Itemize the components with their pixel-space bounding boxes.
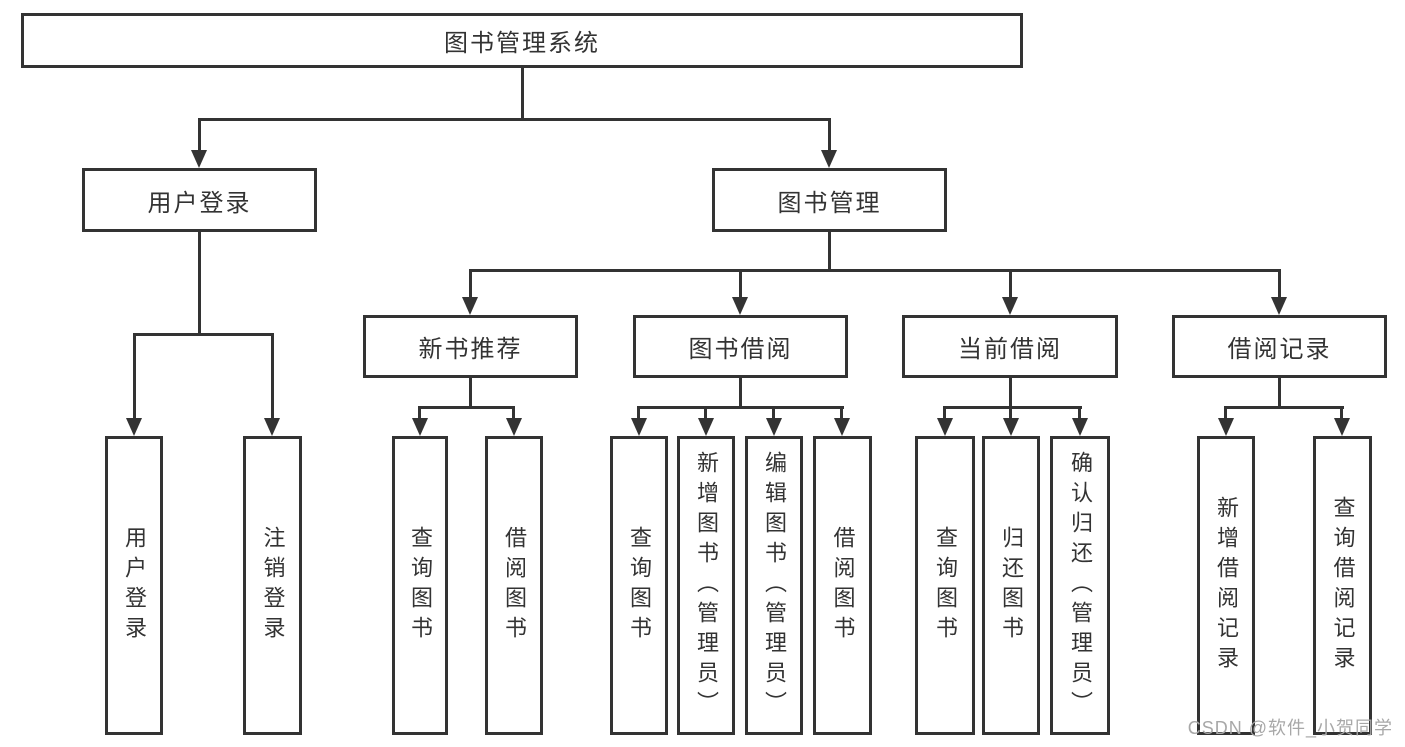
watermark: CSDN @软件_小贺同学 bbox=[1187, 718, 1393, 738]
arrowhead-down-icon bbox=[631, 418, 647, 436]
connector-stub-leaf bbox=[418, 406, 421, 419]
connector-stub-leaf bbox=[1340, 406, 1343, 419]
connector-stub-leaf bbox=[772, 406, 775, 419]
node-current-borrow: 当前借阅 bbox=[902, 315, 1118, 378]
connector-group-a-rail bbox=[418, 406, 515, 409]
node-leaf-query-borrow-record-label: 查询借阅记录 bbox=[1330, 495, 1356, 676]
node-new-book-recommend: 新书推荐 bbox=[363, 315, 578, 378]
node-leaf-user-login-label: 用户登录 bbox=[122, 525, 147, 646]
connector-user-login-down bbox=[198, 232, 201, 336]
node-book-borrow-label: 图书借阅 bbox=[688, 336, 793, 363]
node-leaf-query-borrow-record: 查询借阅记录 bbox=[1313, 436, 1372, 735]
node-book-management: 图书管理 bbox=[712, 168, 947, 232]
arrowhead-down-icon bbox=[191, 150, 207, 168]
node-book-management-label: 图书管理 bbox=[777, 189, 882, 217]
node-leaf-borrow-books-recommend-label: 借阅图书 bbox=[502, 525, 527, 646]
node-leaf-borrow-books-recommend: 借阅图书 bbox=[485, 436, 543, 735]
connector-stub-leaf bbox=[704, 406, 707, 419]
node-leaf-query-books-recommend-label: 查询图书 bbox=[408, 525, 433, 646]
connector-stub-leaf bbox=[512, 406, 515, 419]
connector-group-b-down bbox=[739, 378, 742, 409]
connector-stub-leaf bbox=[1009, 406, 1012, 419]
node-root-label: 图书管理系统 bbox=[444, 30, 600, 57]
node-leaf-confirm-return-admin: 确认归还（管理员） bbox=[1050, 436, 1110, 735]
connector-group-d-down bbox=[1278, 378, 1281, 409]
arrowhead-down-icon bbox=[126, 418, 142, 436]
arrowhead-down-icon bbox=[937, 418, 953, 436]
node-leaf-return-book: 归还图书 bbox=[982, 436, 1040, 735]
node-leaf-query-books-current: 查询图书 bbox=[915, 436, 975, 735]
arrowhead-down-icon bbox=[698, 418, 714, 436]
node-leaf-query-books-current-label: 查询图书 bbox=[933, 525, 958, 646]
node-leaf-edit-book-admin: 编辑图书（管理员） bbox=[745, 436, 803, 735]
arrowhead-down-icon bbox=[506, 418, 522, 436]
connector-stub-leaf-user-login bbox=[133, 333, 136, 419]
node-leaf-query-books-recommend: 查询图书 bbox=[392, 436, 448, 735]
arrowhead-down-icon bbox=[462, 297, 478, 315]
node-leaf-logout-label: 注销登录 bbox=[260, 525, 286, 646]
connector-stub-leaf bbox=[840, 406, 843, 419]
connector-group-c-down bbox=[1009, 378, 1012, 409]
arrowhead-down-icon bbox=[1072, 418, 1088, 436]
node-new-book-recommend-label: 新书推荐 bbox=[418, 336, 523, 363]
arrowhead-down-icon bbox=[264, 418, 280, 436]
connector-stub-leaf-logout bbox=[271, 333, 274, 419]
arrowhead-down-icon bbox=[732, 297, 748, 315]
node-leaf-edit-book-admin-label: 编辑图书（管理员） bbox=[762, 450, 787, 721]
connector-group-b-rail bbox=[637, 406, 844, 409]
node-leaf-add-borrow-record-label: 新增借阅记录 bbox=[1214, 495, 1239, 676]
arrowhead-down-icon bbox=[1271, 297, 1287, 315]
node-leaf-query-books-borrow: 查询图书 bbox=[610, 436, 668, 735]
arrowhead-down-icon bbox=[1003, 418, 1019, 436]
connector-root-down bbox=[521, 68, 524, 121]
connector-stub-new-book-recommend bbox=[469, 269, 472, 298]
arrowhead-down-icon bbox=[1334, 418, 1350, 436]
node-leaf-user-login: 用户登录 bbox=[105, 436, 163, 735]
node-leaf-query-books-borrow-label: 查询图书 bbox=[627, 525, 652, 646]
connector-level2-rail bbox=[198, 118, 831, 121]
connector-user-login-rail bbox=[133, 333, 274, 336]
node-leaf-add-book-admin: 新增图书（管理员） bbox=[677, 436, 735, 735]
connector-stub-borrow-records bbox=[1278, 269, 1281, 298]
connector-stub-leaf bbox=[1078, 406, 1081, 419]
arrowhead-down-icon bbox=[1002, 297, 1018, 315]
node-leaf-add-borrow-record: 新增借阅记录 bbox=[1197, 436, 1255, 735]
connector-group-a-down bbox=[469, 378, 472, 409]
arrowhead-down-icon bbox=[766, 418, 782, 436]
connector-group-c-rail bbox=[943, 406, 1082, 409]
node-leaf-confirm-return-admin-label: 确认归还（管理员） bbox=[1068, 450, 1093, 721]
connector-stub-book-management bbox=[828, 118, 831, 151]
arrowhead-down-icon bbox=[412, 418, 428, 436]
connector-stub-user-login bbox=[198, 118, 201, 151]
connector-stub-leaf bbox=[1224, 406, 1227, 419]
node-root: 图书管理系统 bbox=[21, 13, 1023, 68]
arrowhead-down-icon bbox=[834, 418, 850, 436]
node-book-borrow: 图书借阅 bbox=[633, 315, 848, 378]
node-current-borrow-label: 当前借阅 bbox=[958, 336, 1062, 363]
node-borrow-records: 借阅记录 bbox=[1172, 315, 1387, 378]
connector-stub-book-borrow bbox=[739, 269, 742, 298]
connector-group-d-rail bbox=[1224, 406, 1344, 409]
connector-stub-leaf bbox=[943, 406, 946, 419]
node-leaf-return-book-label: 归还图书 bbox=[999, 525, 1024, 646]
connector-stub-current-borrow bbox=[1009, 269, 1012, 298]
node-user-login-label: 用户登录 bbox=[147, 189, 252, 217]
node-user-login: 用户登录 bbox=[82, 168, 317, 232]
connector-stub-leaf bbox=[637, 406, 640, 419]
arrowhead-down-icon bbox=[821, 150, 837, 168]
node-leaf-borrow-books: 借阅图书 bbox=[813, 436, 872, 735]
node-leaf-borrow-books-label: 借阅图书 bbox=[830, 525, 856, 646]
connector-level3-rail bbox=[469, 269, 1281, 272]
connector-book-management-down bbox=[828, 232, 831, 272]
node-borrow-records-label: 借阅记录 bbox=[1227, 336, 1332, 363]
arrowhead-down-icon bbox=[1218, 418, 1234, 436]
node-leaf-logout: 注销登录 bbox=[243, 436, 302, 735]
node-leaf-add-book-admin-label: 新增图书（管理员） bbox=[694, 450, 719, 721]
